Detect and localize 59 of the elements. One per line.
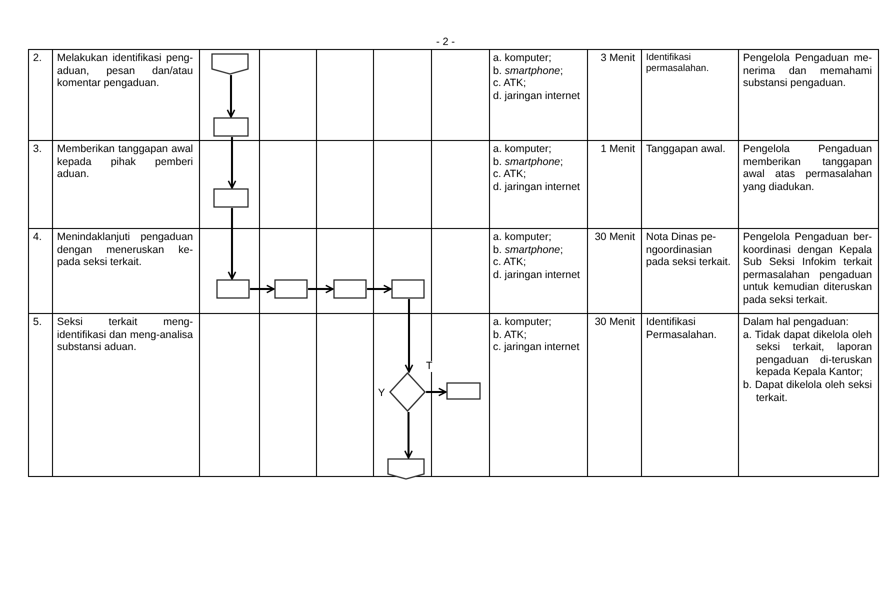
arrow bbox=[426, 388, 447, 396]
arrow bbox=[404, 299, 414, 373]
resource-item: c. ATK; bbox=[493, 77, 528, 90]
row-number: 5. bbox=[33, 316, 43, 329]
duration: 3 Menit bbox=[600, 52, 635, 65]
arrow bbox=[367, 284, 392, 294]
process-box bbox=[213, 117, 249, 137]
process-box bbox=[213, 188, 249, 208]
output-text: Tanggapan awal. bbox=[646, 143, 726, 156]
arrow bbox=[226, 75, 236, 118]
resource-item: c. ATK; bbox=[493, 256, 528, 269]
resource-item: b. ATK; bbox=[493, 328, 528, 342]
note-text: a. Tidak dapat dikelola oleh seksi terkait, laporan pengaduan di-teruskan kepada Kepala Kantor; bbox=[743, 328, 872, 379]
duration: 1 Menit bbox=[600, 143, 635, 156]
activity-description: Memberikan tanggapan awal kepada pihak pemberi aduan. bbox=[57, 143, 193, 181]
output-text: Identifikasi Permasalahan. bbox=[646, 316, 718, 342]
resource-item: d. jaringan internet bbox=[493, 268, 581, 282]
process-box bbox=[216, 279, 250, 299]
process-box bbox=[446, 382, 481, 400]
row-number: 4. bbox=[33, 231, 43, 244]
page-number: - 2 - bbox=[435, 36, 456, 49]
resource-item: a. komputer; bbox=[493, 52, 552, 65]
arrow bbox=[228, 137, 236, 189]
resource-item: a. komputer; bbox=[493, 143, 552, 156]
output-text: Nota Dinas pe-ngoordinasian pada seksi terkait. bbox=[646, 231, 732, 269]
resource-item: c. ATK; bbox=[493, 168, 528, 181]
output-text: Identifikasi permasalahan. bbox=[646, 52, 710, 75]
arrow bbox=[250, 284, 275, 294]
note-text: Dalam hal pengaduan: bbox=[743, 316, 850, 329]
note-text: Pengelola Pengaduan memberikan tanggapan awal atas permasalahan yang diadukan. bbox=[743, 143, 872, 194]
resource-item: a. komputer; bbox=[493, 316, 552, 329]
resource-item: b. smartphone; bbox=[493, 64, 564, 78]
note-text: Pengelola Pengaduan me-nerima dan memahami substansi pengaduan. bbox=[743, 52, 872, 90]
resource-item: b. smartphone; bbox=[493, 156, 564, 168]
edge-label: T bbox=[426, 361, 432, 372]
process-box bbox=[333, 279, 367, 299]
activity-description: Seksi terkait meng-identifikasi dan meng-analisa substansi aduan. bbox=[57, 316, 193, 354]
resource-item: b. smartphone; bbox=[493, 244, 564, 256]
edge-label: Y bbox=[378, 388, 386, 398]
arrow bbox=[308, 284, 334, 294]
off-page-connector bbox=[211, 53, 249, 75]
duration: 30 Menit bbox=[594, 231, 635, 244]
duration: 30 Menit bbox=[594, 316, 635, 329]
process-box bbox=[274, 279, 308, 299]
resource-item: d. jaringan internet bbox=[493, 90, 581, 102]
arrow bbox=[404, 412, 413, 459]
resource-item: d. jaringan internet bbox=[493, 180, 581, 194]
row-number: 3. bbox=[33, 143, 43, 156]
activity-description: Menindaklanjuti pengaduan dengan meneruskan ke-pada seksi terkait. bbox=[57, 231, 193, 269]
row-number: 2. bbox=[33, 52, 43, 65]
note-text: b. Dapat dikelola oleh seksi terkait. bbox=[743, 378, 872, 404]
resource-item: a. komputer; bbox=[493, 231, 552, 244]
arrow bbox=[228, 208, 236, 280]
resource-item: c. jaringan internet bbox=[493, 341, 580, 354]
off-page-connector bbox=[387, 458, 425, 480]
note-text: Pengelola Pengaduan ber-koordinasi dengan Kepala Sub Seksi Infokim terkait permasalahan pengaduan untuk kemudian diteruskan pada seksi terkait. bbox=[743, 231, 872, 307]
decision-diamond bbox=[389, 372, 426, 412]
process-box bbox=[391, 279, 425, 299]
activity-description: Melakukan identifikasi peng-aduan, pesan dan/atau komentar pengaduan. bbox=[57, 52, 193, 90]
